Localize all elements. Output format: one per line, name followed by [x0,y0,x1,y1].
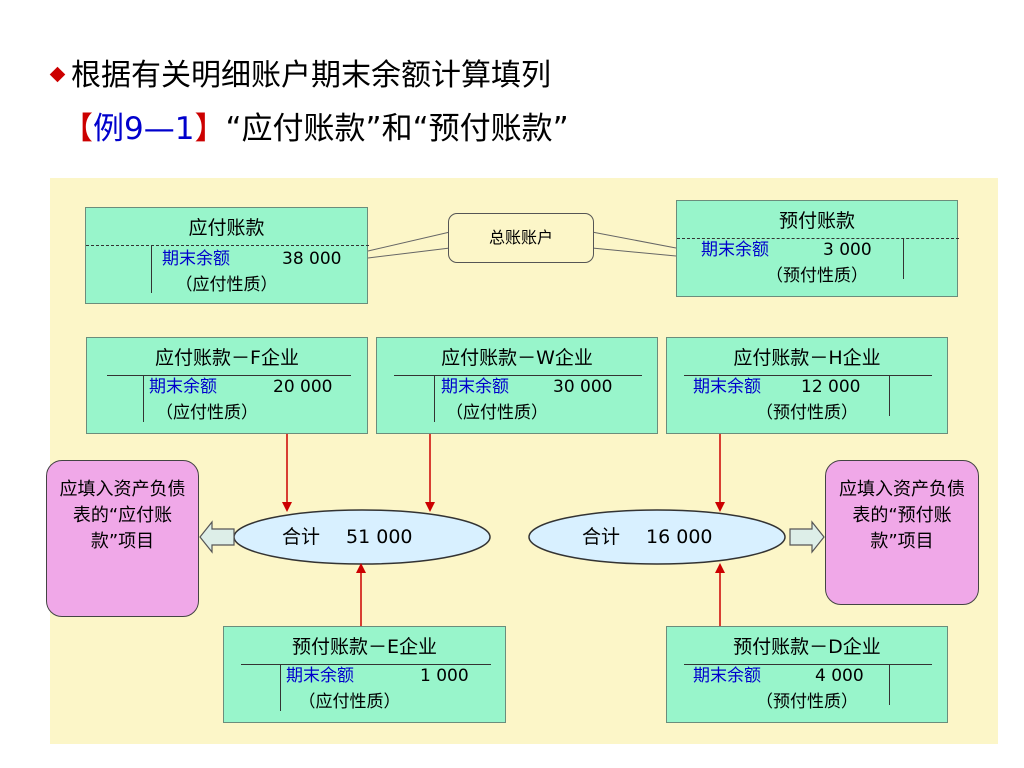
result-text: 应填入资产负债表的“预付账款”项目 [839,479,965,552]
example-text: “应付账款”和“预付账款” [225,111,569,147]
callout-connector-right [591,231,677,257]
balance-label: 期末余额 [701,240,769,260]
t-account-stem [143,376,144,422]
t-account-divider [86,245,369,246]
account-name: 预付账款－E企业 [291,636,437,658]
account-nature: （应付性质） [298,692,401,712]
detail-account-e: 预付账款－E企业 期末余额 1 000 （应付性质） [223,626,506,723]
account-name: 应付账款－W企业 [441,347,593,369]
t-account-stem [151,246,152,293]
t-account-divider [684,664,932,665]
balance-label: 期末余额 [286,666,354,686]
general-ledger-callout: 总账账户 [448,213,594,263]
account-nature: （预付性质） [756,403,858,423]
t-account-divider [677,238,959,239]
t-account-divider [684,375,932,376]
t-account-stem [889,376,890,416]
result-box-payable: 应填入资产负债表的“应付账款”项目 [46,460,199,617]
t-account-divider [107,375,351,376]
t-account-divider [241,664,491,665]
balance-amount: 12 000 [801,377,861,397]
detail-account-f: 应付账款－F企业 期末余额 20 000 （应付性质） [86,337,368,434]
balance-label: 期末余额 [693,666,761,686]
detail-account-h: 应付账款－H企业 期末余额 12 000 （预付性质） [666,337,948,434]
total-right: 合计 16 000 [582,525,713,549]
balance-amount: 4 000 [815,666,864,686]
callout-label: 总账账户 [488,228,553,247]
total-left: 合计 51 000 [282,525,413,549]
total-ellipse-right [528,509,786,565]
total-amount: 51 000 [346,526,413,548]
balance-label: 期末余额 [693,377,761,397]
total-amount: 16 000 [646,526,713,548]
account-nature: （预付性质） [756,692,858,712]
balance-label: 期末余额 [149,377,217,397]
slide-title-text: 根据有关明细账户期末余额计算填列 [71,58,551,93]
account-name: 应付账款－H企业 [733,347,881,369]
account-nature: （应付性质） [156,403,258,423]
example-label: 例9—1 [93,111,195,147]
callout-connector-left [367,231,451,259]
t-account-stem [889,665,890,705]
account-nature: （应付性质） [446,403,548,423]
balance-label: 期末余额 [162,249,230,269]
t-account-stem [903,239,904,279]
total-label: 合计 [282,526,321,548]
result-text: 应填入资产负债表的“应付账款”项目 [59,479,186,552]
example-title: 【例9—1】“应付账款”和“预付账款” [62,108,569,150]
balance-amount: 1 000 [420,666,469,686]
balance-amount: 3 000 [823,240,872,260]
summary-account-payable: 应付账款 期末余额 38 000 （应付性质） [85,207,369,304]
detail-account-d: 预付账款－D企业 期末余额 4 000 （预付性质） [666,626,948,723]
block-arrow-right [789,520,825,554]
summary-account-prepaid: 预付账款 期末余额 3 000 （预付性质） [676,200,959,297]
account-name: 应付账款 [188,217,265,239]
balance-amount: 30 000 [553,377,613,397]
t-account-divider [394,375,642,376]
slide-title: 根据有关明细账户期末余额计算填列 [48,56,551,96]
account-name: 预付账款 [778,210,855,232]
t-account-stem [280,665,281,711]
bracket-open: 【 [62,111,93,147]
detail-account-w: 应付账款－W企业 期末余额 30 000 （应付性质） [376,337,658,434]
balance-amount: 38 000 [282,249,342,269]
result-box-prepaid: 应填入资产负债表的“预付账款”项目 [825,460,979,605]
bracket-close: 】 [194,111,226,147]
balance-amount: 20 000 [273,377,333,397]
account-nature: （预付性质） [766,266,868,286]
account-name: 应付账款－F企业 [155,347,299,369]
account-name: 预付账款－D企业 [733,636,881,658]
account-nature: （应付性质） [175,275,278,295]
block-arrow-left [199,520,235,554]
total-label: 合计 [582,526,621,548]
t-account-stem [434,376,435,422]
balance-label: 期末余额 [441,377,509,397]
